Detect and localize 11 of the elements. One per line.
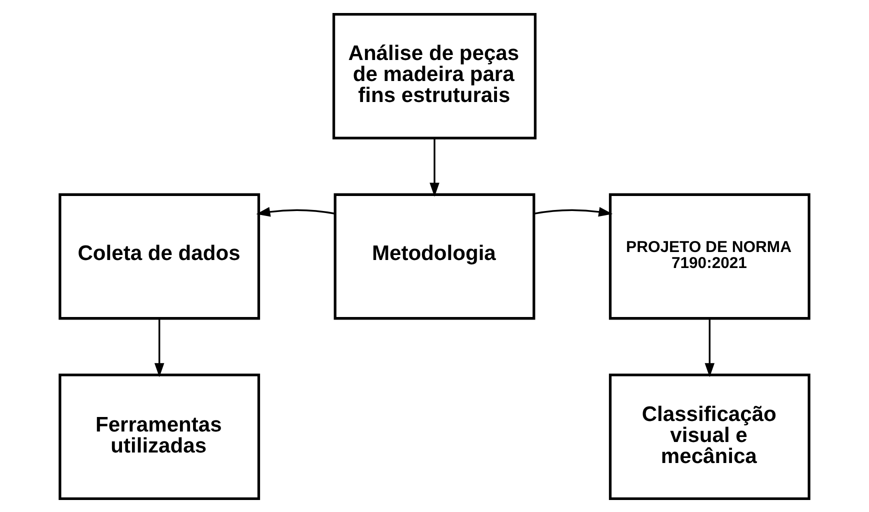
arrow — [534, 206, 613, 216]
node-box: Coleta de dados — [58, 192, 260, 320]
arrow — [154, 318, 164, 377]
arrow — [256, 206, 336, 216]
node-box: Classificação visual e mecânica — [608, 373, 810, 500]
arrow — [704, 318, 715, 377]
arrow — [430, 138, 440, 196]
node-box: PROJETO DE NORMA 7190:2021 — [608, 192, 810, 320]
node-box: Metodologia — [334, 192, 536, 320]
node-box: Análise de peças de madeira para fins estruturais — [332, 12, 537, 139]
node-box: Ferramentas utilizadas — [58, 373, 260, 500]
